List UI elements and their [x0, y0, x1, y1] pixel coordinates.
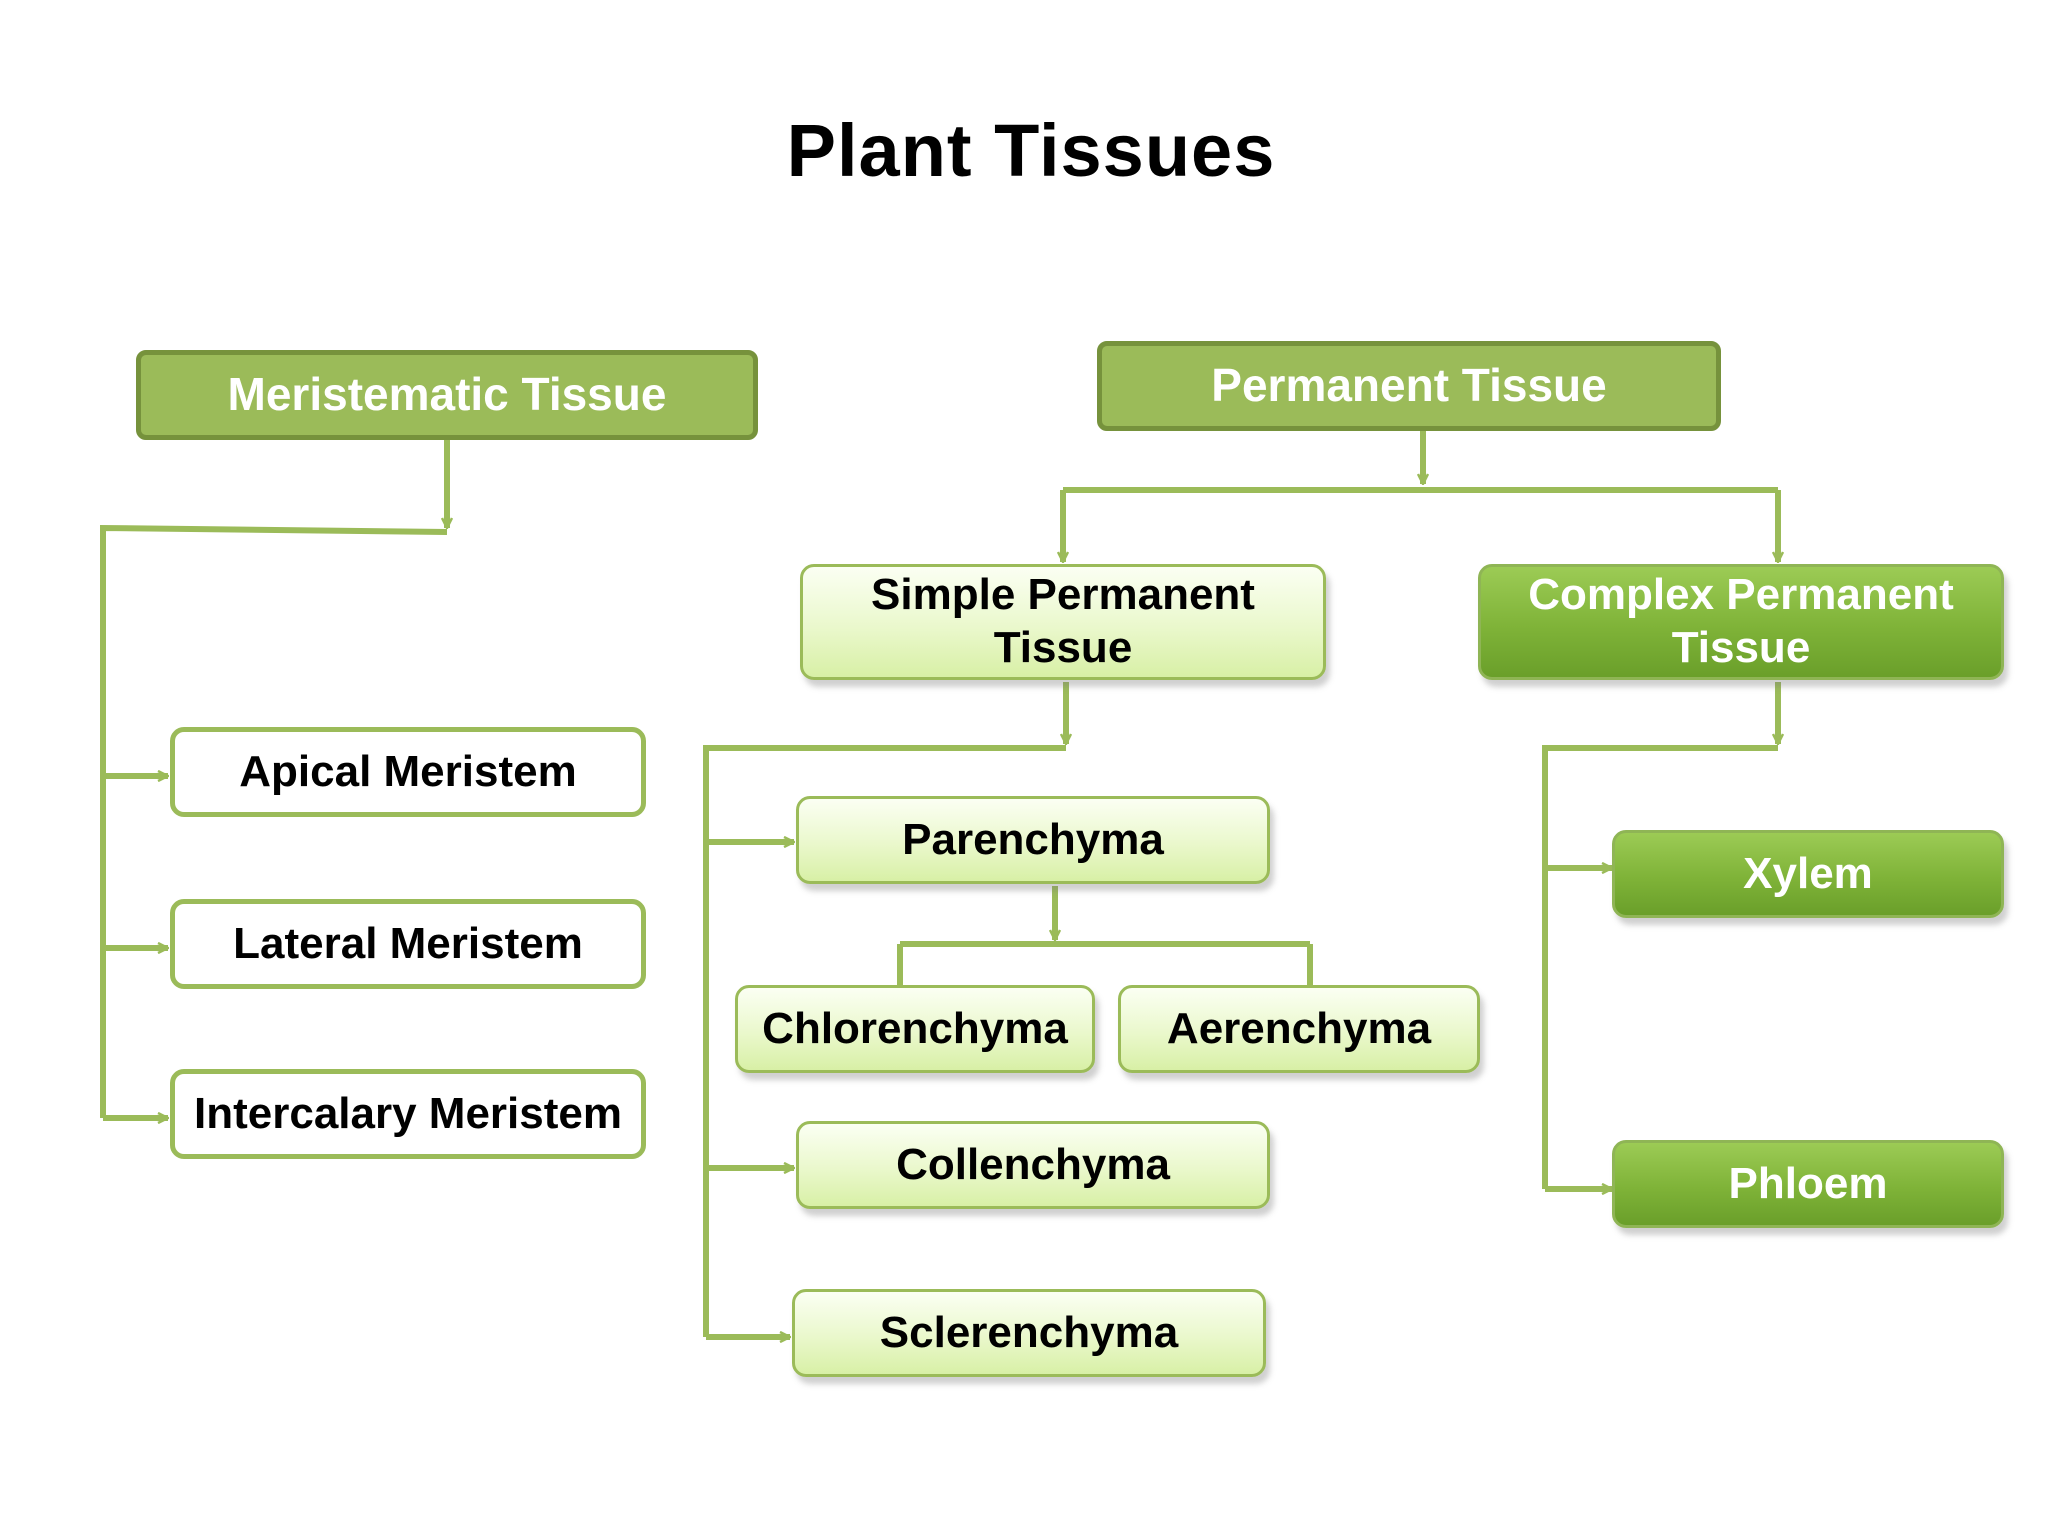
node-apical-meristem: Apical Meristem [170, 727, 646, 817]
node-label: Collenchyma [896, 1139, 1170, 1189]
connector-meristematic-spine [100, 524, 448, 1118]
node-label: Apical Meristem [239, 746, 577, 796]
node-lateral-meristem: Lateral Meristem [170, 899, 646, 989]
node-label: Permanent Tissue [1211, 359, 1607, 412]
node-xylem: Xylem [1612, 830, 2004, 918]
node-label: Meristematic Tissue [227, 368, 667, 421]
node-phloem: Phloem [1612, 1140, 2004, 1228]
node-simple-permanent-tissue: Simple Permanent Tissue [800, 564, 1326, 680]
node-parenchyma: Parenchyma [796, 796, 1270, 884]
node-label: Intercalary Meristem [194, 1088, 622, 1138]
connector-simple-spine [703, 745, 1066, 1337]
page-title: Plant Tissues [786, 109, 1276, 192]
node-aerenchyma: Aerenchyma [1118, 985, 1480, 1073]
node-label: Complex Permanent Tissue [1528, 570, 1954, 672]
node-collenchyma: Collenchyma [796, 1121, 1270, 1209]
node-permanent-tissue: Permanent Tissue [1097, 341, 1721, 431]
node-label: Chlorenchyma [762, 1003, 1068, 1053]
node-chlorenchyma: Chlorenchyma [735, 985, 1095, 1073]
node-label: Xylem [1743, 848, 1873, 898]
node-label: Lateral Meristem [233, 918, 583, 968]
node-label: Phloem [1728, 1158, 1888, 1208]
node-intercalary-meristem: Intercalary Meristem [170, 1069, 646, 1159]
node-complex-permanent-tissue: Complex Permanent Tissue [1478, 564, 2004, 680]
node-label: Parenchyma [902, 814, 1164, 864]
node-sclerenchyma: Sclerenchyma [792, 1289, 1266, 1377]
node-label: Sclerenchyma [879, 1307, 1179, 1357]
node-label: Aerenchyma [1166, 1003, 1432, 1053]
node-meristematic-tissue: Meristematic Tissue [136, 350, 758, 440]
node-label: Simple Permanent Tissue [871, 570, 1255, 672]
connector-complex-spine [1542, 745, 1778, 1189]
